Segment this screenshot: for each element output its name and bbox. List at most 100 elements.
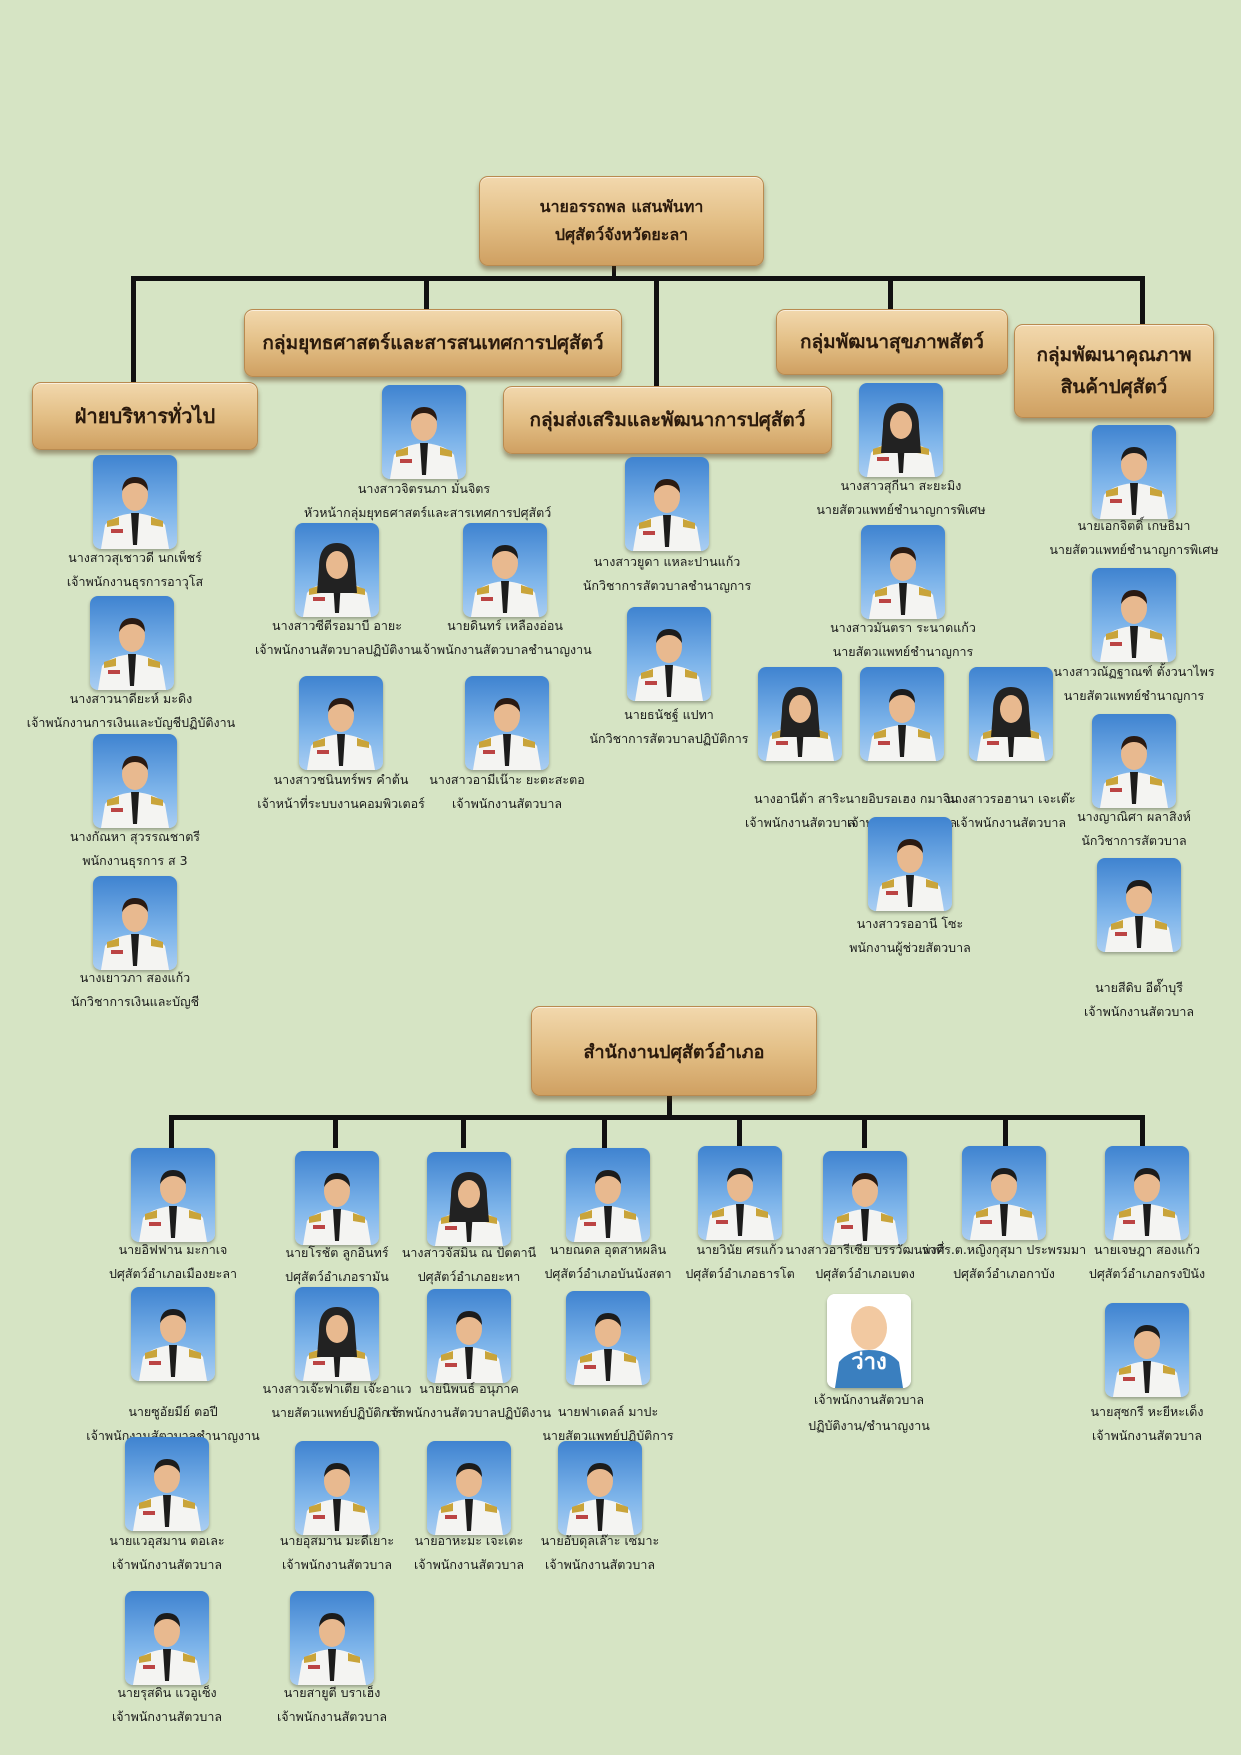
staff-position: นักวิชาการเงินและบัญชี <box>70 994 200 1009</box>
staff-name: นางสาวสุเชาวดี นกเพ็ชร์ <box>68 550 202 565</box>
staff-name: นางสาวชนินทร์พร คำต้น <box>273 772 409 787</box>
staff-photo <box>427 1289 511 1383</box>
staff-photo <box>131 1148 215 1242</box>
staff-caption: ปฏิบัติงาน/ชำนาญงาน <box>749 1414 989 1438</box>
staff-position: นายสัตวแพทย์ชำนาญการ <box>832 644 974 659</box>
staff-photo <box>290 1591 374 1685</box>
staff-name: นางสาวรออานี โซะ <box>856 916 964 931</box>
staff-name: นายรุสดิน แวอูเซ็ง <box>117 1685 217 1700</box>
staff-caption: เจ้าพนักงานสัตวบาล <box>749 1388 989 1412</box>
staff-position: เจ้าพนักงานสัตวบาล <box>544 1557 656 1572</box>
staff-photo <box>93 455 177 549</box>
director-position: ปศุสัตว์จังหวัดยะลา <box>554 225 689 244</box>
staff-position: นายสัตวแพทย์ชำนาญการพิเศษ <box>816 502 986 517</box>
director-board: นายอรรถพล แสนพันทา ปศุสัตว์จังหวัดยะลา <box>479 176 764 266</box>
staff-position: เจ้าพนักงานการเงินและบัญชีปฏิบัติงาน <box>26 715 236 730</box>
staff-position: เจ้าพนักงานสัตวบาลชำนาญงาน <box>418 642 592 657</box>
connector <box>169 1115 174 1148</box>
staff-name: นายเอกจิตติ์ เกษธิมา <box>1077 518 1191 533</box>
staff-position: หัวหน้ากลุ่มยุทธศาสตร์และสารเทศการปศุสัต… <box>304 505 552 520</box>
staff-photo <box>1105 1146 1189 1240</box>
connector <box>667 1093 672 1117</box>
staff-caption: นางสาวยูดา แหละปานแก้วนักวิชาการสัตวบาลช… <box>547 550 787 598</box>
connector <box>169 1115 1145 1120</box>
staff-photo <box>463 523 547 617</box>
connector <box>131 276 136 382</box>
staff-position: เจ้าพนักงานสัตวบาล <box>111 1557 223 1572</box>
staff-photo <box>698 1146 782 1240</box>
staff-position: เจ้าพนักงานสัตวบาล <box>281 1557 393 1572</box>
connector <box>1003 1115 1008 1148</box>
staff-photo <box>90 596 174 690</box>
staff-caption: นายรุสดิน แวอูเซ็งเจ้าพนักงานสัตวบาล <box>47 1681 287 1729</box>
staff-photo <box>1092 425 1176 519</box>
connector <box>888 276 893 309</box>
staff-caption: นางสาวชนินทร์พร คำต้นเจ้าหน้าที่ระบบงานค… <box>221 768 461 816</box>
staff-caption: นางสาวรอฮานา เจะเต๊ะเจ้าพนักงานสัตวบาล <box>891 787 1131 835</box>
staff-name: นายดินทร์ เหลืองอ่อน <box>447 618 563 633</box>
staff-photo <box>382 385 466 479</box>
staff-caption: นายธนัชฐ์ แปทานักวิชาการสัตวบาลปฏิบัติกา… <box>549 703 789 751</box>
staff-name: นายสีดิบ อีต๊ำบุรี <box>1095 980 1183 995</box>
staff-photo <box>860 667 944 761</box>
staff-position: เจ้าพนักงานสัตวบาล <box>744 815 856 830</box>
staff-caption: นายอุสมาน มะดีเยาะเจ้าพนักงานสัตวบาล <box>217 1529 457 1577</box>
group-health-label: กลุ่มพัฒนาสุขภาพสัตว์ <box>800 331 984 353</box>
staff-caption: นางอานีต้า สาริะเจ้าพนักงานสัตวบาล <box>680 787 920 835</box>
staff-position: เจ้าพนักงานสัตวบาลปฏิบัติงาน <box>254 642 420 657</box>
staff-photo <box>566 1148 650 1242</box>
staff-caption: นางสาวอารีเซีย บรรวัฒนพงศ์ปศุสัตว์อำเภอเ… <box>745 1238 985 1286</box>
staff-caption: นายสุซกรี หะยีหะเด็งเจ้าพนักงานสัตวบาล <box>1027 1400 1241 1448</box>
staff-photo <box>125 1591 209 1685</box>
staff-name: นางสาวซีตีรอมาบี อายะ <box>272 618 402 633</box>
connector <box>737 1115 742 1148</box>
staff-name: นายโรชัต ลูกอินทร์ <box>285 1245 389 1260</box>
connector <box>131 276 1145 281</box>
staff-position: ปฏิบัติงาน/ชำนาญงาน <box>808 1418 930 1433</box>
staff-name: นางญาณิศา ผลาสิงห์ <box>1077 809 1191 824</box>
staff-caption: นางสาวสุเชาวดี นกเพ็ชร์เจ้าพนักงานธุรการ… <box>15 546 255 594</box>
staff-caption: นางสาวอามีเน๊าะ ยะตะสะตอเจ้าพนักงานสัตวบ… <box>387 768 627 816</box>
staff-photo <box>1092 714 1176 808</box>
group-strategy: กลุ่มยุทธศาสตร์และสารสนเทศการปศุสัตว์ <box>244 309 622 377</box>
staff-position: เจ้าพนักงานสัตวบาลปฏิบัติงาน <box>386 1405 552 1420</box>
staff-position: ปศุสัตว์อำเภอเมืองยะลา <box>108 1266 238 1281</box>
group-health: กลุ่มพัฒนาสุขภาพสัตว์ <box>776 309 1008 375</box>
director-name: นายอรรถพล แสนพันทา <box>539 197 704 216</box>
staff-caption: นางเยาวภา สองแก้วนักวิชาการเงินและบัญชี <box>15 966 255 1014</box>
staff-photo <box>295 523 379 617</box>
staff-position: นายสัตวแพทย์ปฏิบัติการ <box>542 1428 674 1443</box>
staff-photo <box>465 676 549 770</box>
staff-caption: ว่าที่ร.ต.หญิงกุสุมา ประพรมมาปศุสัตว์อำเ… <box>884 1238 1124 1286</box>
staff-position: ปศุสัตว์อำเภอรามัน <box>285 1269 389 1284</box>
staff-name: นางสาวเจ๊ะฟาเตีย เจ๊ะอาแว <box>262 1381 412 1396</box>
staff-position: เจ้าพนักงานสัตวบาล <box>955 815 1067 830</box>
staff-photo <box>758 667 842 761</box>
staff-name: นางสาวสุกีนา สะยะมิง <box>840 478 962 493</box>
staff-position: ปศุสัตว์อำเภอธารโต <box>685 1266 795 1281</box>
staff-name: นายสายูตี บราเฮ็ง <box>283 1685 381 1700</box>
staff-photo <box>93 734 177 828</box>
staff-position: ปศุสัตว์อำเภอบันนังสตา <box>544 1266 672 1281</box>
staff-caption: นายโรชัต ลูกอินทร์ปศุสัตว์อำเภอรามัน <box>217 1241 457 1289</box>
group-admin-label: ฝ่ายบริหารทั่วไป <box>74 404 216 428</box>
staff-name: นายณดล อุตสาหผลิน <box>549 1242 667 1257</box>
connector <box>333 1115 338 1148</box>
staff-photo <box>295 1441 379 1535</box>
connector <box>1140 276 1145 324</box>
staff-photo <box>93 876 177 970</box>
staff-photo <box>1105 1303 1189 1397</box>
staff-caption: นายอับดุลเล๊าะ เซมาะเจ้าพนักงานสัตวบาล <box>480 1529 720 1577</box>
staff-name: ว่าที่ร.ต.หญิงกุสุมา ประพรมมา <box>921 1242 1087 1257</box>
staff-name: นางสาวณัฏฐาณฑ์ ตั้งวนาไพร <box>1053 664 1215 679</box>
staff-position: นายสัตวแพทย์ปฏิบัติการ <box>271 1405 403 1420</box>
staff-name: นางกัณหา สุวรรณชาตรี <box>69 829 201 844</box>
staff-photo <box>558 1441 642 1535</box>
staff-name: นายซูอัยมีย์ ตอปี <box>128 1404 218 1419</box>
staff-caption: นางสาวจิตรนภา มั่นจิตรหัวหน้ากลุ่มยุทธศา… <box>304 477 552 525</box>
staff-position: เจ้าพนักงานสัตวบาล <box>413 1557 525 1572</box>
staff-caption: นางสาวมันตรา ระนาดแก้วนายสัตวแพทย์ชำนาญก… <box>783 616 1023 664</box>
staff-position: นักวิชาการสัตวบาลชำนาญการ <box>582 578 752 593</box>
staff-caption: นายอิฟฟาน มะกาเจปศุสัตว์อำเภอเมืองยะลา <box>53 1238 293 1286</box>
connector <box>461 1115 466 1148</box>
